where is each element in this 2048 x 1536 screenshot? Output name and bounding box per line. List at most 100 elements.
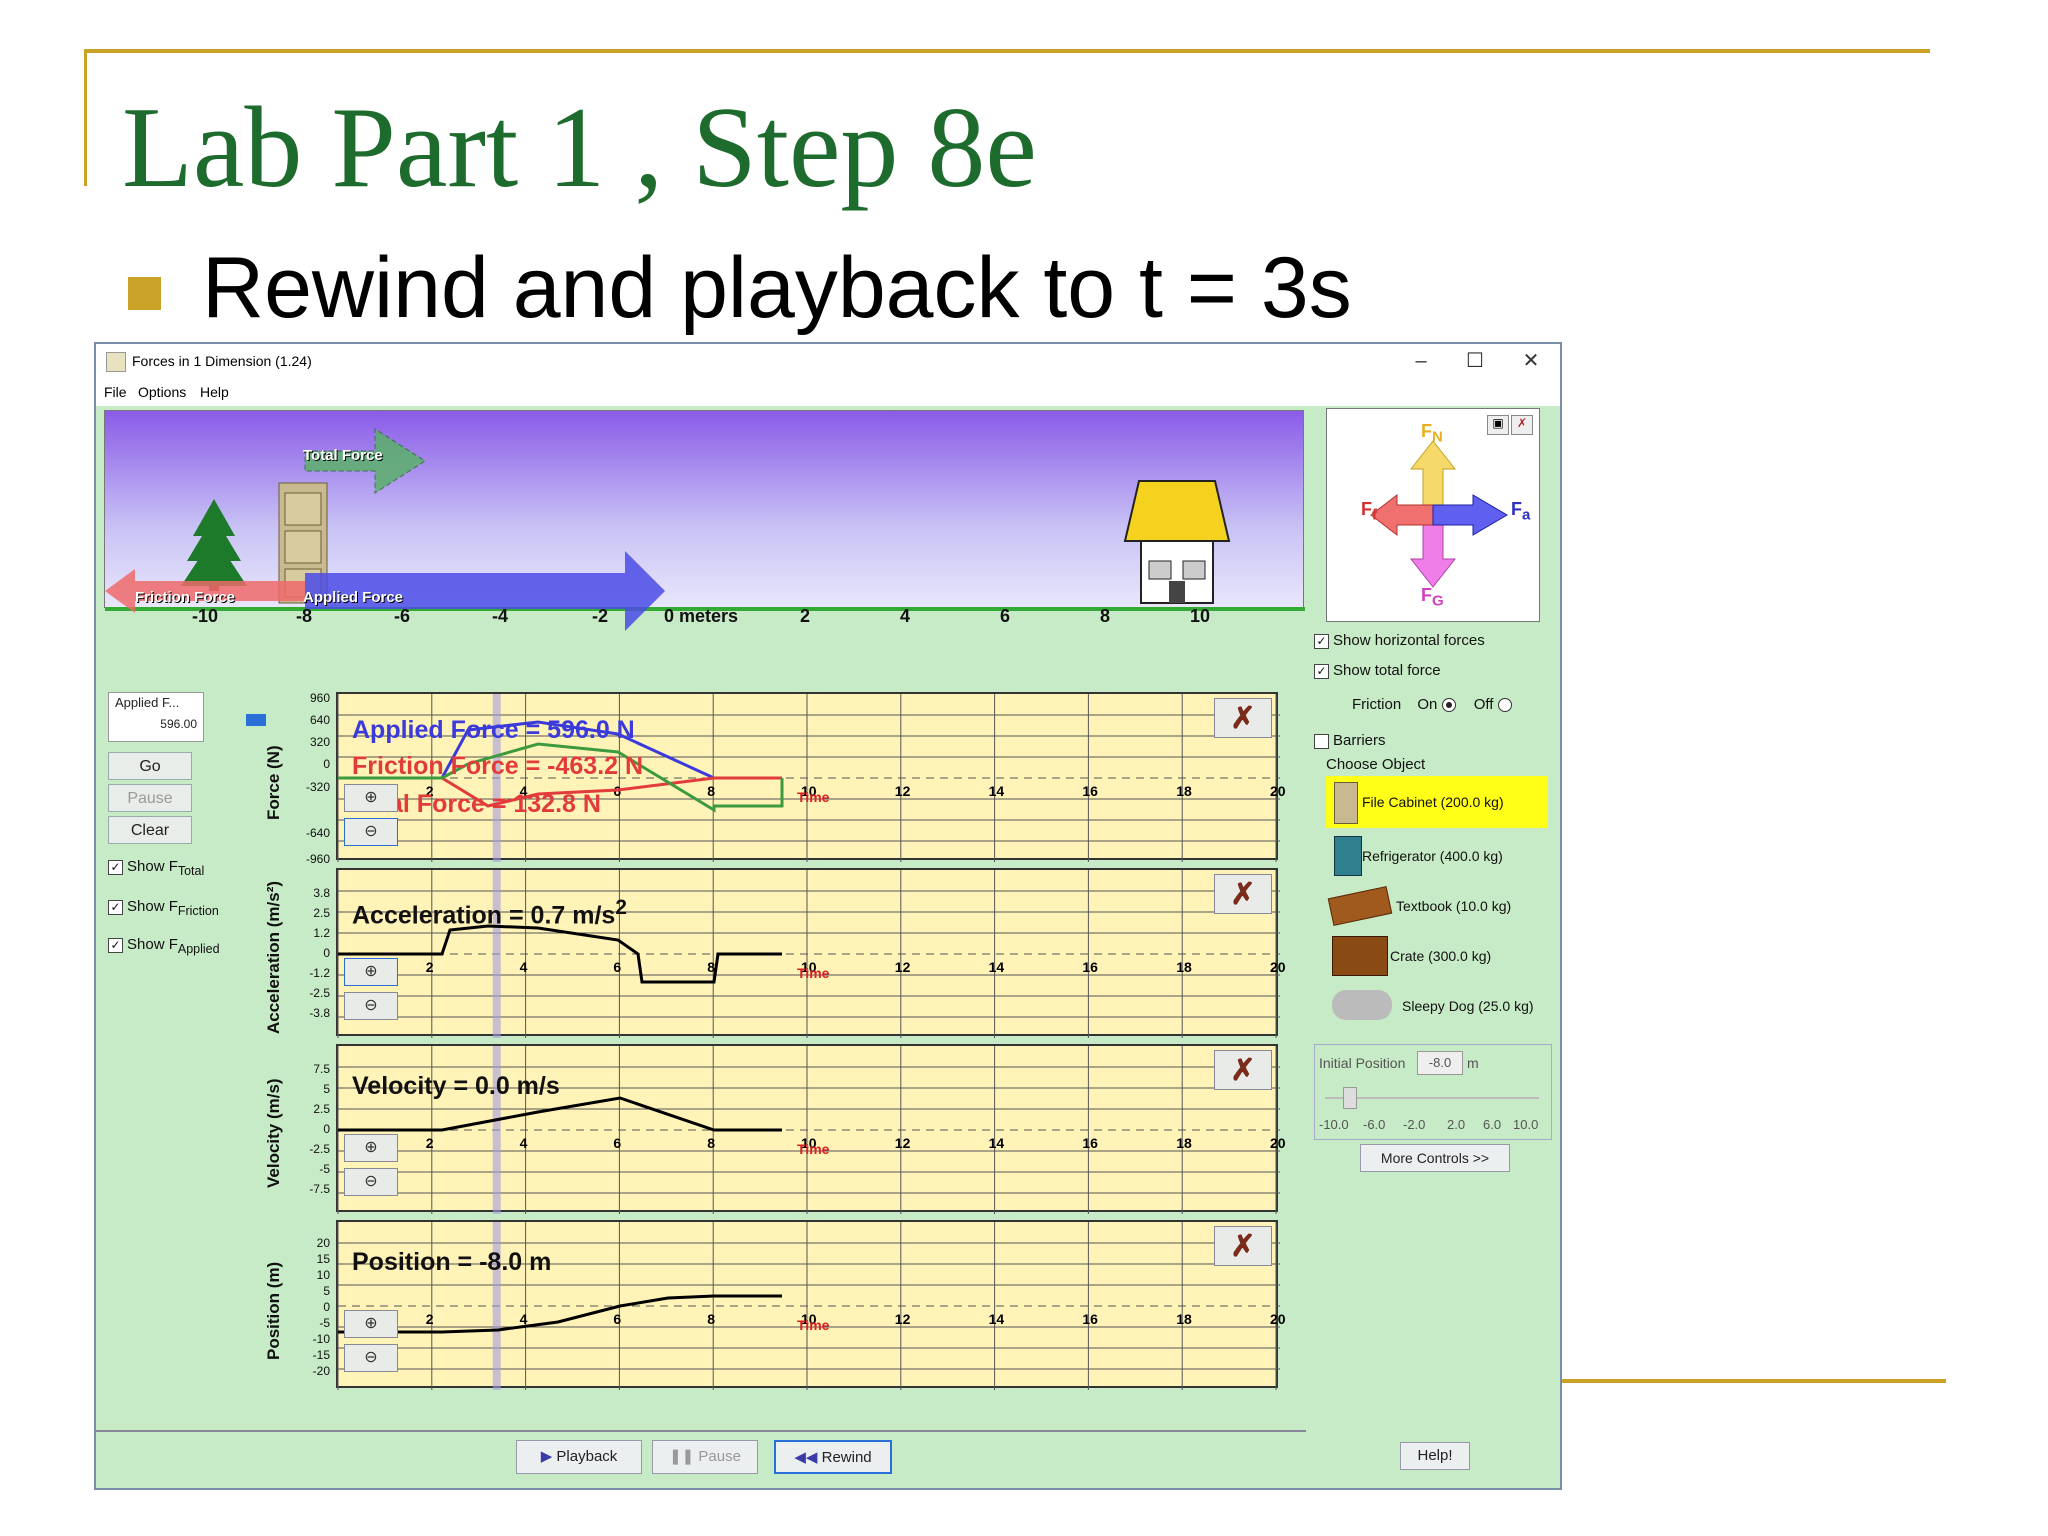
friction-on-radio[interactable] — [1441, 698, 1456, 713]
object-sleepy-dog[interactable]: Sleepy Dog (25.0 kg) — [1326, 982, 1548, 1028]
y-tick: -5 — [319, 1316, 330, 1330]
clear-button[interactable]: Clear — [108, 816, 192, 844]
x-tick-label: 16 — [1082, 1135, 1098, 1151]
checkbox-box: ✓ — [108, 899, 123, 915]
show-horizontal-forces-checkbox[interactable]: ✓Show horizontal forces — [1314, 632, 1485, 649]
show-friction-checkbox[interactable]: ✓Show FFriction — [108, 898, 219, 918]
object-refrigerator[interactable]: Refrigerator (400.0 kg) — [1326, 832, 1548, 878]
y-tick: -960 — [305, 852, 330, 866]
menu-options[interactable]: Options — [138, 384, 187, 400]
total-force-series — [338, 742, 784, 813]
applied-force-slider-handle[interactable] — [246, 714, 266, 726]
gravity-force-arrow — [1409, 514, 1457, 588]
playback-cursor[interactable] — [492, 1046, 501, 1214]
maximize-button[interactable]: ☐ — [1466, 350, 1484, 372]
object-file-cabinet[interactable]: File Cabinet (200.0 kg) — [1326, 776, 1548, 828]
fbd-gravity-text: F — [1421, 585, 1432, 605]
checkbox-box — [1314, 733, 1329, 749]
close-button[interactable]: ✕ — [1522, 350, 1540, 372]
acceleration-readout-text: Acceleration = 0.7 m/s — [352, 901, 616, 930]
show-horizontal-label: Show horizontal forces — [1333, 632, 1485, 649]
house-icon — [1123, 480, 1231, 604]
position-axis-label: Position (m) — [264, 1261, 283, 1360]
textbook-thumb-icon — [1327, 886, 1393, 926]
checkbox-box: ✓ — [1314, 633, 1329, 649]
show-applied-checkbox[interactable]: ✓Show FApplied — [108, 936, 220, 956]
zoom-out-button[interactable]: ⊖ — [344, 1344, 398, 1372]
help-button[interactable]: Help! — [1400, 1442, 1470, 1470]
y-tick: -1.2 — [309, 966, 330, 980]
menu-help[interactable]: Help — [200, 384, 229, 400]
time-axis-label: Time — [797, 789, 830, 805]
x-tick-label: 4 — [520, 1311, 528, 1327]
rewind-button[interactable]: ◀◀ Rewind — [774, 1440, 892, 1474]
object-textbook[interactable]: Textbook (10.0 kg) — [1326, 882, 1548, 928]
menu-file[interactable]: File — [104, 384, 127, 400]
close-graph-button[interactable]: ✗ — [1214, 1226, 1272, 1266]
slider-tick: 10.0 — [1513, 1117, 1539, 1132]
object-label: File Cabinet (200.0 kg) — [1362, 794, 1504, 810]
fbd-gravity-label: FG — [1421, 585, 1444, 610]
playback-cursor[interactable] — [492, 870, 501, 1038]
initial-position-field[interactable]: -8.0 — [1417, 1051, 1463, 1075]
show-total-checkbox[interactable]: ✓Show FTotal — [108, 858, 204, 878]
show-total-sub: Total — [177, 864, 205, 878]
friction-force-label: Friction Force — [135, 589, 236, 606]
more-controls-button[interactable]: More Controls >> — [1360, 1144, 1510, 1172]
show-total-force-checkbox[interactable]: ✓Show total force — [1314, 662, 1441, 679]
x-tick-label: 2 — [426, 1311, 434, 1327]
initial-position-slider[interactable] — [1343, 1087, 1357, 1109]
x-tick-label: 20 — [1270, 783, 1286, 799]
object-crate[interactable]: Crate (300.0 kg) — [1326, 932, 1548, 978]
playback-cursor[interactable] — [492, 1222, 501, 1390]
fbd-applied-label: Fa — [1511, 499, 1530, 524]
zoom-in-button[interactable]: ⊕ — [344, 784, 398, 812]
pause-button[interactable]: ❚❚ Pause — [652, 1440, 758, 1474]
x-tick-label: 4 — [520, 783, 528, 799]
zoom-in-button[interactable]: ⊕ — [344, 958, 398, 986]
y-tick: 10 — [316, 1268, 330, 1282]
y-tick: 20 — [316, 1236, 330, 1250]
go-button[interactable]: Go — [108, 752, 192, 780]
y-tick: 320 — [309, 735, 330, 749]
barriers-checkbox[interactable]: Barriers — [1314, 732, 1386, 749]
app-window: Forces in 1 Dimension (1.24) – ☐ ✕ File … — [94, 342, 1562, 1490]
y-tick: -7.5 — [309, 1182, 330, 1196]
y-tick: 0 — [323, 946, 330, 960]
normal-force-arrow — [1409, 440, 1457, 516]
zoom-out-button[interactable]: ⊖ — [344, 992, 398, 1020]
undock-icon[interactable]: ▣ — [1487, 415, 1509, 435]
acceleration-series — [338, 924, 782, 984]
fbd-friction-text: F — [1361, 499, 1372, 519]
friction-off-radio[interactable] — [1497, 698, 1512, 713]
ruler-label: 0 meters — [664, 606, 739, 626]
pause-button-left[interactable]: Pause — [108, 784, 192, 812]
initial-position-track — [1325, 1097, 1539, 1099]
y-tick: 3.8 — [313, 886, 330, 900]
y-tick: -320 — [305, 780, 330, 794]
applied-force-readout: Applied Force = 596.0 N — [352, 716, 635, 744]
close-graph-button[interactable]: ✗ — [1214, 1050, 1272, 1090]
x-tick-label: 6 — [613, 1311, 621, 1327]
zoom-out-button[interactable]: ⊖ — [344, 818, 398, 846]
applied-force-field[interactable]: Applied F... 596.00 — [108, 692, 204, 742]
close-graph-button[interactable]: ✗ — [1214, 698, 1272, 738]
close-graph-button[interactable]: ✗ — [1214, 874, 1272, 914]
playback-button[interactable]: ▶ Playback — [516, 1440, 642, 1474]
minimize-button[interactable]: – — [1415, 350, 1427, 372]
playback-cursor[interactable] — [492, 694, 501, 862]
x-tick-label: 14 — [989, 1311, 1005, 1327]
zoom-in-button[interactable]: ⊕ — [344, 1134, 398, 1162]
initial-position-panel: Initial Position -8.0 m -10.0 -6.0 -2.0 … — [1314, 1044, 1552, 1140]
zoom-out-button[interactable]: ⊖ — [344, 1168, 398, 1196]
velocity-readout: Velocity = 0.0 m/s — [352, 1072, 560, 1100]
object-label: Crate (300.0 kg) — [1390, 948, 1492, 964]
close-fbd-icon[interactable]: ✗ — [1511, 415, 1533, 435]
zoom-in-button[interactable]: ⊕ — [344, 1310, 398, 1338]
